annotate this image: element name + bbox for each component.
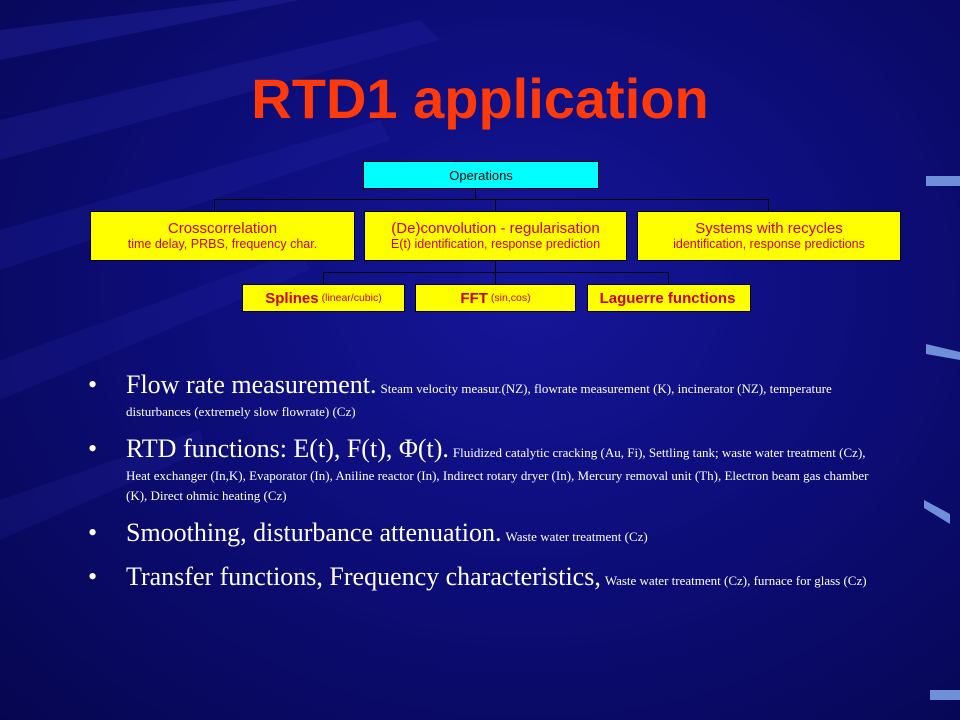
box-title: Splines: [265, 289, 319, 307]
recycles-box: Systems with recycles identification, re…: [637, 211, 901, 261]
operations-label: Operations: [449, 167, 513, 183]
connector-line: [323, 272, 324, 284]
list-item: • RTD functions: E(t), F(t), Φ(t). Fluid…: [88, 432, 888, 506]
bullet-marker: •: [88, 370, 98, 399]
bullet-detail: Waste water treatment (Cz): [505, 529, 648, 544]
connector-line: [495, 199, 496, 211]
bullet-main: RTD functions: E(t), F(t), Φ(t).: [126, 434, 449, 463]
box-title: Laguerre functions: [599, 289, 736, 307]
connector-line: [495, 272, 496, 284]
bullet-main: Transfer functions, Frequency characteri…: [126, 562, 601, 591]
box-subtitle: (sin,cos): [490, 292, 531, 304]
list-item: • Transfer functions, Frequency characte…: [88, 560, 888, 594]
laguerre-box: Laguerre functions: [587, 284, 751, 312]
connector-line: [214, 199, 768, 200]
connector-line: [495, 260, 496, 272]
bullet-marker: •: [88, 434, 98, 463]
box-title: (De)convolution - regularisation: [391, 220, 600, 237]
splines-box: Splines (linear/cubic): [242, 284, 405, 312]
bullet-main: Smoothing, disturbance attenuation.: [126, 518, 502, 547]
operations-box: Operations: [363, 161, 599, 189]
box-subtitle: E(t) identification, response prediction: [390, 237, 601, 251]
bullet-marker: •: [88, 562, 98, 591]
connector-line: [475, 189, 476, 199]
bullet-detail: Waste water treatment (Cz), furnace for …: [604, 573, 867, 588]
bullet-detail: Fluidized catalytic cracking (Au, Fi), S…: [126, 445, 869, 503]
fft-box: FFT (sin,cos): [415, 284, 576, 312]
list-item: • Flow rate measurement. Steam velocity …: [88, 368, 888, 422]
box-title: FFT: [460, 289, 488, 307]
connector-line: [668, 272, 669, 284]
slide-title: RTD1 application: [251, 67, 709, 130]
connector-line: [768, 199, 769, 211]
list-item: • Smoothing, disturbance attenuation. Wa…: [88, 516, 888, 550]
connector-line: [214, 199, 215, 211]
bullet-detail: Steam velocity measur.(NZ), flowrate mea…: [126, 381, 832, 419]
bullet-marker: •: [88, 518, 98, 547]
crosscorrelation-box: Crosscorrelation time delay, PRBS, frequ…: [90, 211, 355, 261]
box-subtitle: identification, response predictions: [673, 237, 865, 251]
bullet-main: Flow rate measurement.: [126, 370, 377, 399]
box-subtitle: (linear/cubic): [321, 292, 382, 304]
box-title: Systems with recycles: [695, 220, 843, 237]
bullet-list: • Flow rate measurement. Steam velocity …: [88, 368, 888, 604]
box-subtitle: time delay, PRBS, frequency char.: [127, 237, 318, 251]
box-title: Crosscorrelation: [167, 220, 278, 237]
deconvolution-box: (De)convolution - regularisation E(t) id…: [364, 211, 627, 261]
